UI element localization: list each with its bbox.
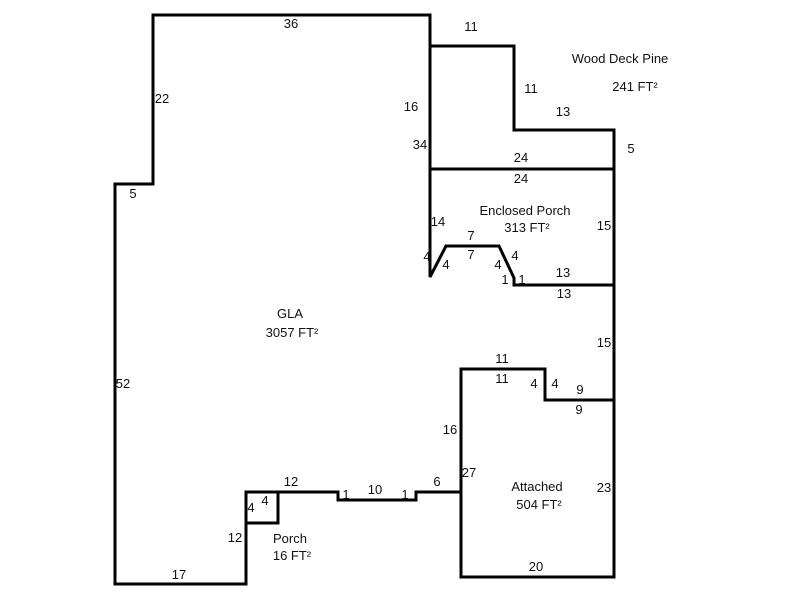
area-size-gla: 3057 FT² <box>266 325 319 340</box>
dim-label: 12 <box>284 474 298 489</box>
area-size-attached: 504 FT² <box>516 497 562 512</box>
area-name-porch: Porch <box>273 531 307 546</box>
dim-label: 11 <box>464 19 478 34</box>
area-name-wood-deck: Wood Deck Pine <box>572 51 669 66</box>
dim-label: 11 <box>495 351 509 366</box>
dim-label: 24 <box>514 171 528 186</box>
dim-label: 4 <box>423 249 430 264</box>
area-size-enclosed-porch: 313 FT² <box>504 220 550 235</box>
dim-label: 36 <box>284 16 298 31</box>
dim-label: 14 <box>431 214 445 229</box>
gla-outline <box>113 13 616 586</box>
dim-label: 27 <box>462 465 476 480</box>
dim-label: 23 <box>597 480 611 495</box>
dim-label: 9 <box>576 382 583 397</box>
dim-label: 4 <box>551 376 558 391</box>
dim-label: 11 <box>495 371 509 386</box>
dim-label: 16 <box>404 99 418 114</box>
dim-label: 24 <box>514 150 528 165</box>
dim-label: 1 <box>501 272 508 287</box>
dim-label: 4 <box>261 493 268 508</box>
dim-label: 52 <box>116 376 130 391</box>
dim-label: 13 <box>556 104 570 119</box>
dim-label: 1 <box>342 487 349 502</box>
dim-label: 6 <box>433 474 440 489</box>
dim-label: 9 <box>575 402 582 417</box>
dim-label: 4 <box>442 257 449 272</box>
dim-label: 1 <box>518 272 525 287</box>
dim-label: 7 <box>467 228 474 243</box>
dim-label: 17 <box>172 567 186 582</box>
dim-label: 13 <box>557 286 571 301</box>
dim-label: 12 <box>228 530 242 545</box>
dim-label: 5 <box>129 186 136 201</box>
dim-label: 11 <box>524 81 538 96</box>
dim-label: 22 <box>155 91 169 106</box>
dim-label: 16 <box>443 422 457 437</box>
area-size-porch: 16 FT² <box>273 548 312 563</box>
area-name-enclosed-porch: Enclosed Porch <box>479 203 570 218</box>
porch-outline <box>244 490 280 525</box>
dim-label: 15 <box>597 335 611 350</box>
dim-label: 20 <box>529 559 543 574</box>
dim-label: 4 <box>494 257 501 272</box>
dim-label: 5 <box>627 141 634 156</box>
dim-label: 34 <box>413 137 427 152</box>
dim-label: 13 <box>556 265 570 280</box>
dimension-labels: 36 22 5 52 17 12 4 4 12 1 10 1 6 27 16 3… <box>116 16 635 582</box>
dim-label: 4 <box>511 248 518 263</box>
dim-label: 10 <box>368 482 382 497</box>
attached-outline <box>459 400 616 579</box>
enclosed-porch-outline <box>430 167 616 285</box>
dim-label: 1 <box>401 487 408 502</box>
area-name-attached: Attached <box>511 479 562 494</box>
dim-label: 4 <box>530 376 537 391</box>
dim-label: 7 <box>467 247 474 262</box>
area-size-wood-deck: 241 FT² <box>612 79 658 94</box>
dim-label: 15 <box>597 218 611 233</box>
area-name-gla: GLA <box>277 306 303 321</box>
dim-label: 4 <box>247 500 254 515</box>
